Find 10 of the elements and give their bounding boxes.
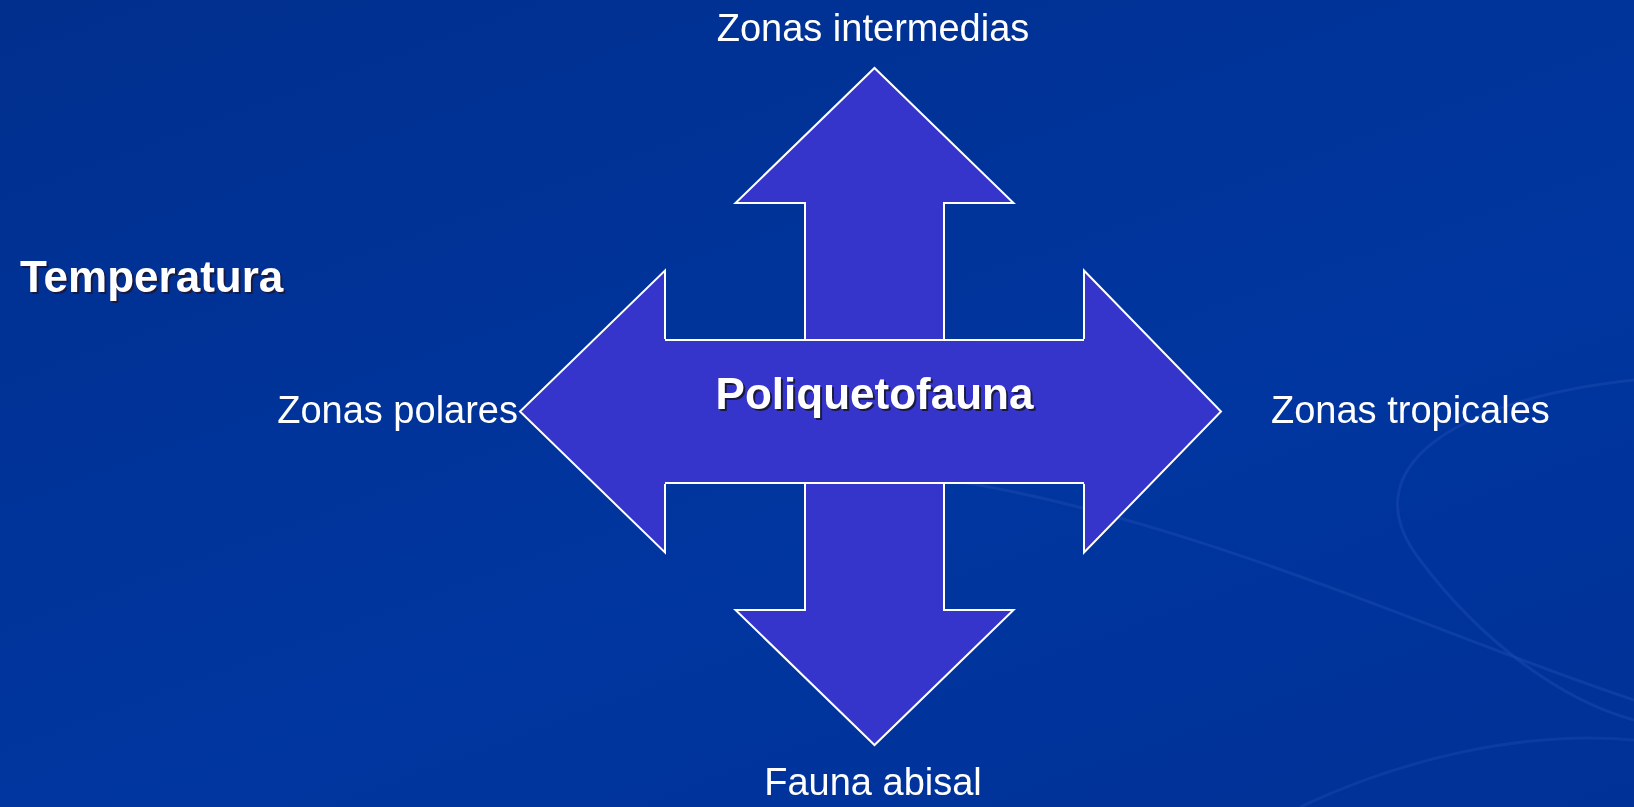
zone-label: Fauna abisal xyxy=(673,762,1073,806)
zone-label: Zonas tropicales xyxy=(1271,390,1631,434)
heading: Temperatura xyxy=(20,252,284,302)
block-arrow xyxy=(1083,268,1223,555)
block-arrow xyxy=(518,268,666,555)
center-label: Poliquetofauna xyxy=(715,368,1034,419)
block-arrow xyxy=(733,483,1016,747)
block-arrow xyxy=(733,66,1016,340)
zone-label: Zonas polares xyxy=(178,390,518,434)
zone-label: Zonas intermedias xyxy=(673,8,1073,52)
